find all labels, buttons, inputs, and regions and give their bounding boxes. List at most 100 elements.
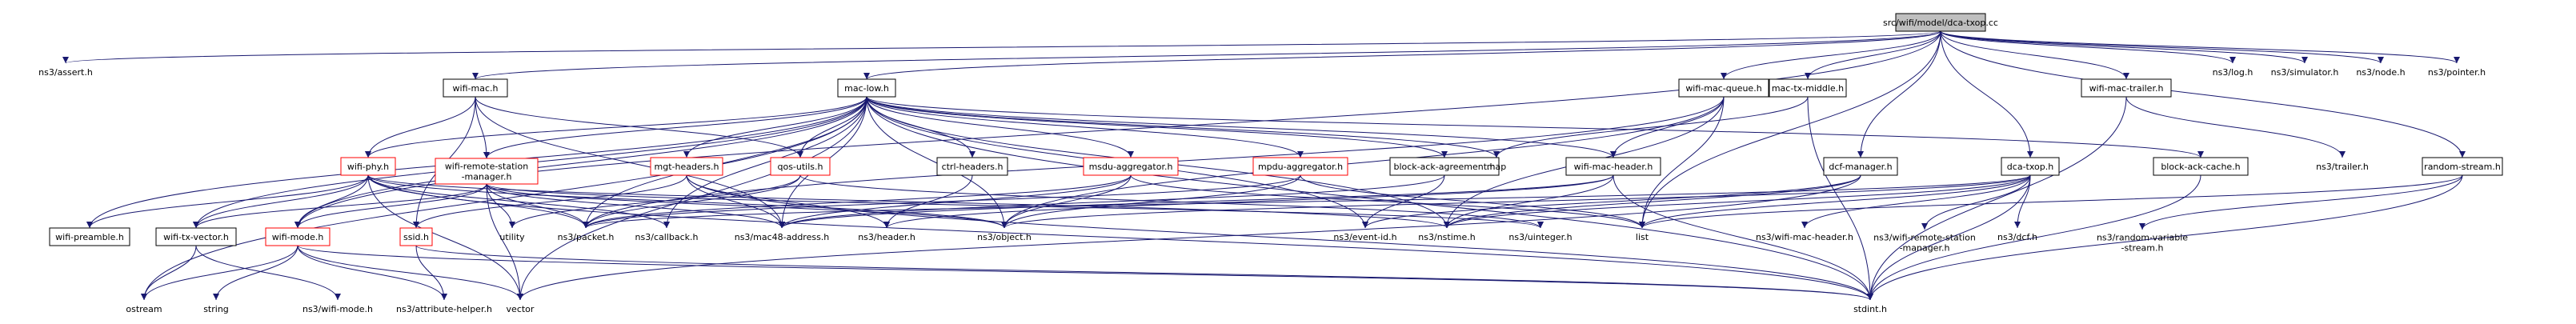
node-mac-tx-middle[interactable]: mac-tx-middle.h (1769, 78, 1847, 98)
node-msdu-aggregator[interactable]: msdu-aggregator.h (1083, 157, 1179, 176)
edge-wifi-mode-to-vector (297, 245, 523, 301)
node-ns3-dcf[interactable]: ns3/dcf.h (1997, 232, 2037, 242)
node-dcf-manager[interactable]: dcf-manager.h (1823, 157, 1898, 176)
edge-mac-low-to-map (866, 96, 1500, 158)
node-label: wifi-mac-header.h (1574, 162, 1653, 172)
node-label: dcf-manager.h (1829, 162, 1892, 172)
node-label: block-ack-cache.h (2161, 162, 2240, 172)
node-wifi-tx-vector[interactable]: wifi-tx-vector.h (155, 227, 237, 246)
node-log[interactable]: ns3/log.h (2213, 67, 2253, 78)
node-label: mgt-headers.h (655, 162, 719, 172)
node-dca-txop[interactable]: dca-txop.h (2001, 157, 2060, 176)
node-vector[interactable]: vector (507, 304, 535, 314)
node-mac48[interactable]: ns3/mac48-address.h (735, 232, 830, 242)
edge-mac-low-to-stdint (866, 96, 1873, 301)
edge-block-ack-cache-to-stdint (1867, 174, 2201, 301)
node-uinteger[interactable]: ns3/uinteger.h (1508, 232, 1572, 242)
edge-mac-low-to-mgt-headers (683, 96, 867, 158)
edge-dca-txop-to-nstime (1444, 174, 2031, 229)
node-wifi-remote[interactable]: wifi-remote-station-manager.h (435, 158, 539, 185)
edge-wifi-phy-to-wifi-tx-vector (193, 174, 369, 229)
node-box (155, 227, 237, 246)
node-ns3-wifi-mac-header[interactable]: ns3/wifi-mac-header.h (1756, 232, 1853, 242)
node-wifi-mac-trailer[interactable]: wifi-mac-trailer.h (2081, 78, 2172, 98)
node-label: block-ack-agreement.h (1393, 162, 1495, 172)
node-label: ns3/assert.h (38, 67, 93, 78)
node-qos-utils[interactable]: qos-utils.h (770, 157, 831, 176)
node-label: -manager.h (462, 172, 512, 182)
node-label: mpdu-aggregator.h (1258, 162, 1343, 172)
edge-mac-low-to-msdu-aggregator (866, 96, 1134, 158)
node-wifi-phy[interactable]: wifi-phy.h (340, 157, 396, 176)
node-block-ack-agreement[interactable]: block-ack-agreement.h (1389, 157, 1500, 176)
node-block-ack-cache[interactable]: block-ack-cache.h (2153, 157, 2249, 176)
edge-mpdu-aggregator-to-list (1300, 174, 1645, 229)
edge-dca-txop-to-ns3-dcf (2014, 174, 2031, 229)
node-trailer[interactable]: ns3/trailer.h (2316, 162, 2369, 172)
edge-root-to-list (1639, 30, 1941, 229)
node-wifi-preamble[interactable]: wifi-preamble.h (49, 227, 130, 246)
node-assert[interactable]: ns3/assert.h (38, 67, 93, 78)
edge-msdu-aggregator-to-list (1130, 174, 1645, 229)
node-label: ns3/wifi-mode.h (302, 304, 373, 314)
node-wifi-mac-header[interactable]: wifi-mac-header.h (1565, 157, 1661, 176)
node-box (399, 227, 433, 246)
node-attribute-helper[interactable]: ns3/attribute-helper.h (396, 304, 492, 314)
node-mpdu-aggregator[interactable]: mpdu-aggregator.h (1252, 157, 1348, 176)
edge-wifi-remote-to-vector (486, 183, 523, 301)
node-node[interactable]: ns3/node.h (2356, 67, 2405, 78)
node-box (1252, 157, 1348, 176)
node-string[interactable]: string (203, 304, 229, 314)
node-map[interactable]: map (1487, 162, 1506, 172)
node-label: wifi-mac-queue.h (1685, 83, 1761, 94)
node-label: mac-tx-middle.h (1772, 83, 1844, 94)
node-simulator[interactable]: ns3/simulator.h (2271, 67, 2339, 78)
node-event-id[interactable]: ns3/event-id.h (1333, 232, 1396, 242)
node-header[interactable]: ns3/header.h (858, 232, 915, 242)
edge-wifi-mac-header-to-header (883, 174, 1614, 229)
node-random-stream[interactable]: random-stream.h (2422, 157, 2503, 176)
node-pointer[interactable]: ns3/pointer.h (2428, 67, 2486, 78)
node-label: ns3/wifi-remote-station (1873, 233, 1976, 243)
edge-mgt-headers-to-mac48 (686, 174, 785, 229)
edge-random-stream-to-list (1639, 174, 2463, 229)
node-label: string (203, 304, 229, 314)
node-utility[interactable]: utility (499, 232, 525, 242)
node-label: stdint.h (1853, 304, 1887, 314)
node-ns3-random-variable[interactable]: ns3/random-variable-stream.h (2097, 233, 2188, 254)
node-wifi-mac-queue[interactable]: wifi-mac-queue.h (1678, 78, 1769, 98)
node-ns3-wifi-mode[interactable]: ns3/wifi-mode.h (302, 304, 373, 314)
node-nstime[interactable]: ns3/nstime.h (1418, 232, 1475, 242)
edge-dcf-manager-to-nstime (1444, 174, 1861, 229)
node-ssid[interactable]: ssid.h (399, 227, 433, 246)
edge-wifi-phy-to-wifi-preamble (86, 174, 369, 229)
node-label: ns3/log.h (2213, 67, 2253, 78)
node-wifi-mac[interactable]: wifi-mac.h (443, 78, 508, 98)
edge-mac-low-to-qos-utils (797, 96, 867, 158)
edge-msdu-aggregator-to-mac48 (779, 174, 1132, 229)
node-label: mac-low.h (844, 83, 889, 94)
node-stdint[interactable]: stdint.h (1853, 304, 1887, 314)
node-list[interactable]: list (1636, 232, 1649, 242)
node-root[interactable]: src/wifi/model/dca-txop.cc (1883, 13, 1998, 32)
edge-root-to-assert (62, 30, 1941, 64)
node-box (837, 78, 896, 98)
node-label: vector (507, 304, 535, 314)
node-packet[interactable]: ns3/packet.h (558, 232, 615, 242)
edge-wifi-mode-to-string (213, 245, 298, 301)
node-label: ns3/header.h (858, 232, 915, 242)
node-object[interactable]: ns3/object.h (977, 232, 1032, 242)
node-mac-low[interactable]: mac-low.h (837, 78, 896, 98)
node-ostream[interactable]: ostream (126, 304, 162, 314)
node-label: random-stream.h (2424, 162, 2501, 172)
edge-wifi-remote-to-packet (486, 183, 589, 229)
edge-random-stream-to-stdint (1867, 174, 2463, 301)
node-mgt-headers[interactable]: mgt-headers.h (650, 157, 723, 176)
node-label: src/wifi/model/dca-txop.cc (1883, 18, 1998, 28)
node-ns3-wifi-remote[interactable]: ns3/wifi-remote-station-manager.h (1873, 233, 1976, 254)
node-ctrl-headers[interactable]: ctrl-headers.h (936, 157, 1008, 176)
node-callback[interactable]: ns3/callback.h (635, 232, 699, 242)
edge-msdu-aggregator-to-packet (583, 174, 1132, 229)
node-wifi-mode[interactable]: wifi-mode.h (265, 227, 331, 246)
